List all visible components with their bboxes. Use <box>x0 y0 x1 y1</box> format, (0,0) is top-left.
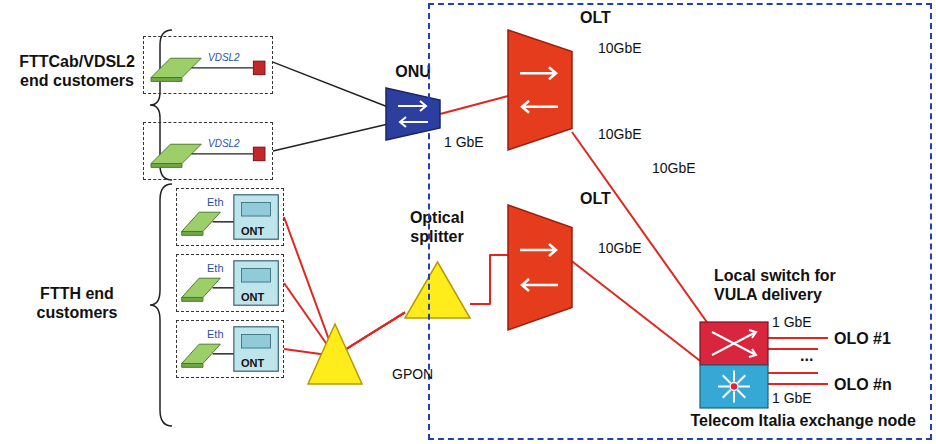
port-label: Eth <box>207 196 224 209</box>
device-label: ONT <box>241 291 264 304</box>
link-line <box>284 217 405 356</box>
modem-cable <box>192 67 254 68</box>
link-line <box>572 132 707 322</box>
onu-arrows <box>398 101 428 127</box>
device-label: Local switch for VULA delivery <box>714 266 874 304</box>
modem-icon <box>151 78 182 82</box>
vdsl2-customer-box: VDSL2 <box>143 36 273 94</box>
olo-link <box>768 337 828 339</box>
switch-star <box>723 375 731 383</box>
ont-box <box>234 327 278 371</box>
link-speed: 1 GbE <box>772 390 812 407</box>
olt-body <box>508 30 572 150</box>
vdsl-shape <box>144 37 272 93</box>
modem-cable <box>192 153 254 154</box>
ont-panel <box>242 335 271 349</box>
eth-cable <box>213 221 234 222</box>
ont-shape <box>177 189 283 245</box>
link-speed: 10GbE <box>598 240 642 257</box>
eth-cable <box>213 353 234 354</box>
local-switch: Local switch for VULA delivery <box>700 322 768 408</box>
ont-panel <box>242 269 271 283</box>
splitter-triangle <box>405 262 470 318</box>
switch-star <box>733 392 735 403</box>
switch-star <box>730 383 738 391</box>
exchange-region: Telecom Italia exchange node OLT OLT Local … <box>428 3 932 440</box>
vdsl-port <box>253 61 265 75</box>
ont-shape <box>177 255 283 311</box>
link-speed: 10GbE <box>598 40 642 57</box>
vdsl-port <box>253 147 265 161</box>
switch-star <box>723 390 731 398</box>
ont-shape <box>177 321 283 377</box>
link-speed: 1 GbE <box>772 314 812 331</box>
device-label: Optical splitter <box>387 208 487 246</box>
switch-star <box>733 371 735 382</box>
link-line <box>470 255 508 304</box>
olt-device: OLT <box>508 205 572 330</box>
port-label: Eth <box>207 328 224 341</box>
sw-shape <box>700 322 768 408</box>
switch-arrows <box>712 330 756 357</box>
onu-shape <box>386 88 440 140</box>
port-label: Eth <box>207 262 224 275</box>
olt-arrows <box>520 67 558 113</box>
curly-brace <box>150 184 172 426</box>
eth-cable <box>213 287 234 288</box>
olt-device: OLT <box>508 30 572 150</box>
device-label: OLT <box>580 189 611 208</box>
olt-shape <box>508 30 572 150</box>
ont-box <box>234 261 278 305</box>
switch-star <box>738 375 746 383</box>
switch-star <box>738 390 746 398</box>
link-line <box>273 62 386 106</box>
device-label: OLT <box>580 8 611 27</box>
link-speed: 1 GbE <box>444 134 484 151</box>
modem-icon <box>151 164 182 168</box>
tri-shape <box>405 262 470 318</box>
optical-splitter: Optical splitter <box>405 262 470 318</box>
small-splitter <box>308 324 362 384</box>
region-label: Telecom Italia exchange node <box>690 411 916 430</box>
modem-icon <box>182 231 203 235</box>
modem-icon <box>182 363 203 367</box>
group-label: FTTH end customers <box>8 284 146 322</box>
link-line <box>440 96 508 114</box>
vdsl2-customer-box: VDSL2 <box>143 122 273 180</box>
technology-label: GPON <box>392 366 433 383</box>
switch-top <box>700 322 768 365</box>
ont-panel <box>242 203 271 217</box>
olo-link <box>768 372 818 374</box>
vdsl-shape <box>144 123 272 179</box>
link-speed: 10GbE <box>652 160 696 177</box>
switch-bottom <box>700 365 768 408</box>
modem-label: VDSL2 <box>208 52 240 64</box>
olt-shape <box>508 205 572 330</box>
onu-body <box>386 88 440 140</box>
link-line <box>572 261 700 360</box>
ont-customer-box: EthONT <box>176 254 284 312</box>
operator-label: OLO #n <box>834 375 892 394</box>
switch-star <box>739 386 750 388</box>
switch-star <box>718 386 729 388</box>
device-label: ONT <box>241 357 264 370</box>
modem-icon <box>182 297 203 301</box>
group-label: FTTCab/VDSL2 end customers <box>8 52 146 90</box>
ellipsis: ... <box>800 346 813 365</box>
device-label: ONT <box>241 225 264 238</box>
link-line <box>273 124 386 151</box>
device-label: ONU <box>376 62 450 81</box>
modem-label: VDSL2 <box>208 138 240 150</box>
ont-box <box>234 195 278 239</box>
ont-customer-box: EthONT <box>176 320 284 378</box>
ont-customer-box: EthONT <box>176 188 284 246</box>
onu-device: ONU <box>386 88 440 140</box>
olt-body <box>508 205 572 330</box>
operator-label: OLO #1 <box>834 329 891 348</box>
olo-link <box>768 383 828 385</box>
olt-arrows <box>520 244 558 291</box>
link-speed: 10GbE <box>598 126 642 143</box>
